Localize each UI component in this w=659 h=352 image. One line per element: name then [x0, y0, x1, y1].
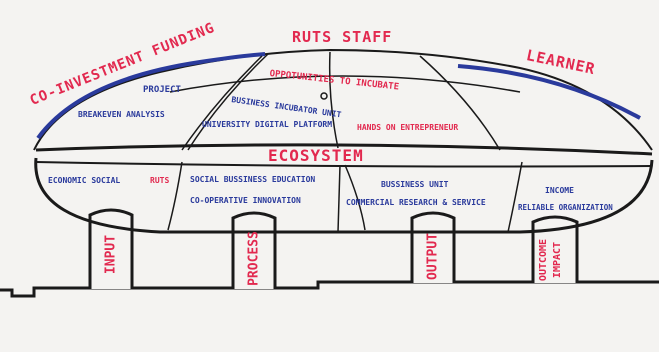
ecosystem-dividers [167, 161, 523, 233]
ecosystem-band-bottom [35, 161, 653, 168]
label-university-digital-platform: UNIVERSITY DIGITAL PLATFORM [202, 120, 333, 129]
label-reliable-organization: RELIABLE ORGANIZATION [518, 203, 613, 212]
label-hands-on-entrepreneur: HANDS ON ENTREPRENEUR [357, 123, 459, 132]
dome-left-rim [36, 52, 266, 140]
pillars [88, 208, 579, 289]
pillar-outcome-shape [531, 215, 579, 283]
label-outcome: OUTCOME [538, 238, 549, 282]
dome-ribs [181, 51, 501, 151]
label-project: PROJECT [143, 85, 181, 95]
dome-inner-arc [169, 75, 521, 93]
ground-line [0, 280, 659, 298]
label-impact: IMPACT [552, 241, 563, 279]
dome-right-rim [457, 64, 641, 120]
node-circle [320, 92, 328, 100]
label-social-business-education: SOCIAL BUSSINESS EDUCATION [190, 175, 316, 184]
label-breakeven-analysis: BREAKEVEN ANALYSIS [78, 110, 165, 119]
dome-outline [33, 48, 653, 151]
label-income: INCOME [545, 186, 574, 195]
label-economic-social: ECONOMIC SOCIAL [48, 176, 121, 185]
label-business-unit: BUSSINESS UNIT [381, 180, 449, 189]
saucer-lower-bowl [34, 157, 654, 234]
label-ecosystem: ECOSYSTEM [268, 146, 364, 165]
label-ruts-staff: RUTS STAFF [292, 28, 393, 46]
ecosystem-band-top [35, 143, 653, 156]
label-cooperative-innovation: CO-OPERATIVE INNOVATION [190, 196, 301, 205]
pillar-input-shape [88, 208, 134, 289]
label-commercial-research-service: COMMERCIAL RESEARCH & SERVICE [346, 198, 486, 207]
label-input: INPUT [103, 234, 119, 275]
label-process: PROCESS [246, 231, 262, 286]
label-output: OUTPUT [425, 233, 441, 280]
label-ruts: RUTS [150, 176, 170, 185]
